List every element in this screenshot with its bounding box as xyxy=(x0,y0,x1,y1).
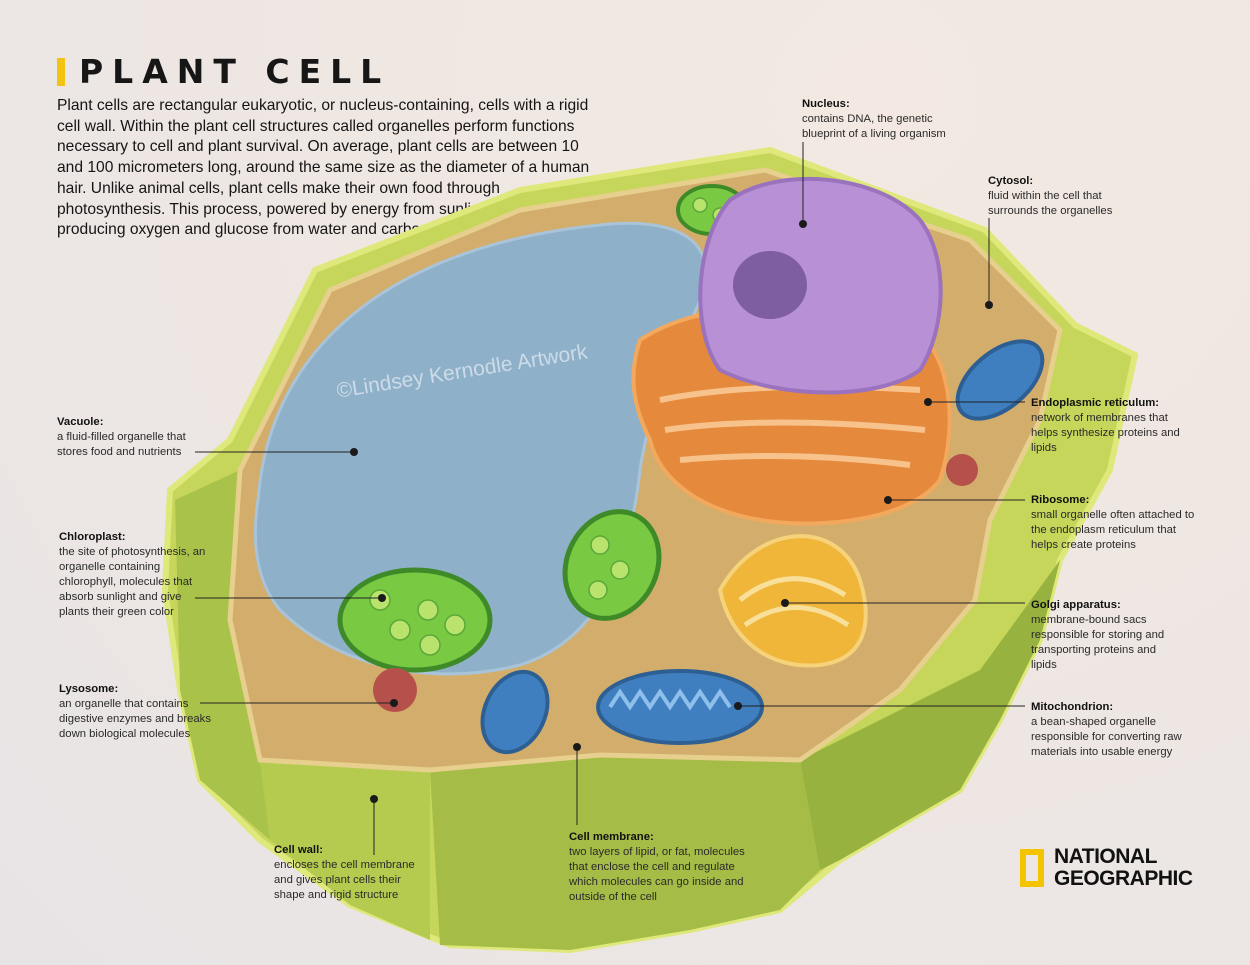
label-heading: Lysosome: xyxy=(59,683,119,695)
golgi-folds xyxy=(738,576,850,628)
label-text: network of membranes that helps synthesi… xyxy=(1031,412,1180,454)
label-text: small organelle often attached to the en… xyxy=(1031,509,1195,551)
label-cytosol: Cytosol: fluid within the cell that surr… xyxy=(988,174,1128,219)
mitochondrion-cristae xyxy=(608,688,732,711)
label-text: the site of photosynthesis, an organelle… xyxy=(59,546,206,618)
label-heading: Ribosome: xyxy=(1031,494,1090,506)
label-lysosome: Lysosome: an organelle that contains dig… xyxy=(59,682,224,742)
leader-dots xyxy=(350,220,993,803)
label-endoplasmic-reticulum: Endoplasmic reticulum: network of membra… xyxy=(1031,396,1191,456)
lysosome-shape xyxy=(373,668,417,712)
nucleolus-shape xyxy=(733,251,807,319)
mitochondrion-right xyxy=(955,339,1045,421)
intro-paragraph: Plant cells are rectangular eukaryotic, … xyxy=(57,97,590,239)
label-nucleus: Nucleus: contains DNA, the genetic bluep… xyxy=(802,97,972,142)
nucleus-shape xyxy=(698,176,943,395)
label-text: two layers of lipid, or fat, molecules t… xyxy=(569,846,745,903)
label-chloroplast: Chloroplast: the site of photosynthesis,… xyxy=(59,530,209,620)
label-heading: Golgi apparatus: xyxy=(1031,599,1121,611)
thylakoid-stacks xyxy=(369,197,728,656)
mitochondrion-bottom xyxy=(596,669,764,745)
label-heading: Endoplasmic reticulum: xyxy=(1031,397,1160,409)
label-text: encloses the cell membrane and gives pla… xyxy=(274,859,415,901)
label-text: membrane-bound sacs responsible for stor… xyxy=(1031,614,1165,671)
golgi-shape xyxy=(717,534,868,668)
page-title: PLANT CELL xyxy=(79,52,391,91)
logo-frame-icon xyxy=(1020,849,1044,887)
chloroplast-left xyxy=(337,567,493,673)
label-heading: Cell membrane: xyxy=(569,831,654,843)
lysosome-small xyxy=(946,454,978,486)
label-text: a bean-shaped organelle responsible for … xyxy=(1031,716,1182,758)
label-heading: Nucleus: xyxy=(802,98,850,110)
label-heading: Cell wall: xyxy=(274,844,323,856)
label-mitochondrion: Mitochondrion: a bean-shaped organelle r… xyxy=(1031,700,1201,760)
label-heading: Vacuole: xyxy=(57,416,104,428)
logo-line-1: NATIONAL xyxy=(1054,845,1157,868)
cell-wall-side-right xyxy=(800,560,1060,870)
label-heading: Mitochondrion: xyxy=(1031,701,1114,713)
cell-wall-side-bottom xyxy=(260,760,430,940)
label-heading: Chloroplast: xyxy=(59,531,126,543)
label-text: contains DNA, the genetic blueprint of a… xyxy=(802,113,946,140)
label-heading: Cytosol: xyxy=(988,175,1034,187)
label-vacuole: Vacuole: a fluid-filled organelle that s… xyxy=(57,415,207,460)
logo-text: NATIONAL GEOGRAPHIC xyxy=(1054,846,1193,890)
mitochondrion-left xyxy=(480,669,550,755)
national-geographic-logo: NATIONAL GEOGRAPHIC xyxy=(1020,846,1193,890)
title-accent-bar xyxy=(57,57,65,86)
label-cell-wall: Cell wall: encloses the cell membrane an… xyxy=(274,843,434,903)
label-text: an organelle that contains digestive enz… xyxy=(59,698,211,740)
logo-line-2: GEOGRAPHIC xyxy=(1054,867,1193,890)
label-golgi-apparatus: Golgi apparatus: membrane-bound sacs res… xyxy=(1031,598,1181,673)
label-ribosome: Ribosome: small organelle often attached… xyxy=(1031,493,1196,553)
label-text: a fluid-filled organelle that stores foo… xyxy=(57,431,186,458)
title-block: PLANT CELL xyxy=(57,52,390,91)
label-text: fluid within the cell that surrounds the… xyxy=(988,190,1113,217)
label-cell-membrane: Cell membrane: two layers of lipid, or f… xyxy=(569,830,759,905)
leader-lines xyxy=(195,142,1025,855)
cell-wall-side-front xyxy=(430,755,820,950)
